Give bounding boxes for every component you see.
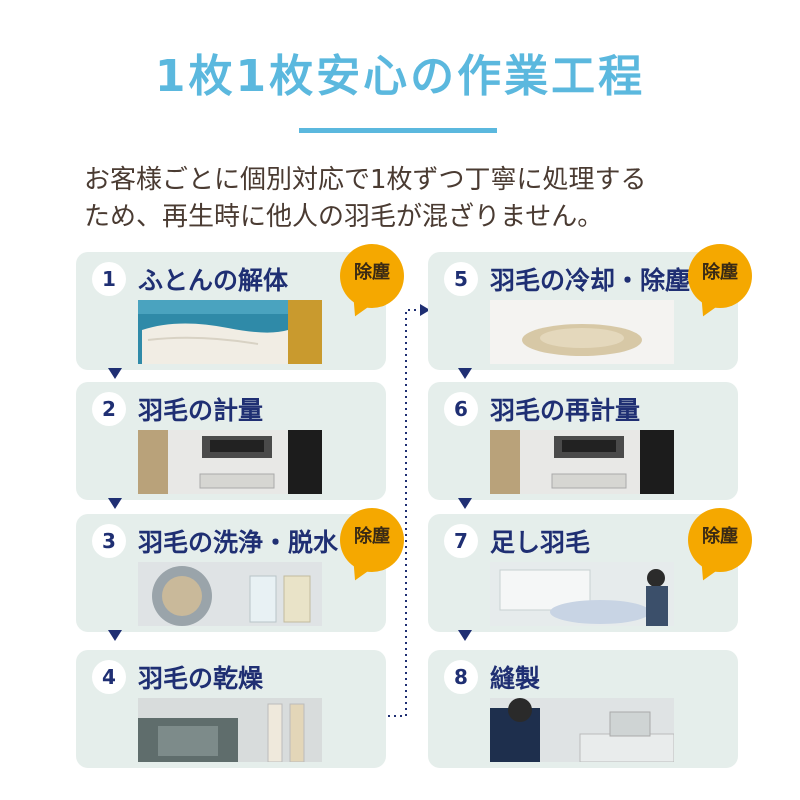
dust-removal-badge-3: 除塵 [340, 508, 404, 572]
step-card-8: 8 縫製 [428, 650, 738, 768]
step-card-7: 7 足し羽毛 [428, 514, 738, 632]
step-number-6: 6 [444, 392, 478, 426]
step-card-3: 3 羽毛の洗浄・脱水 [76, 514, 386, 632]
step-card-1: 1 ふとんの解体 [76, 252, 386, 370]
step-card-2: 2 羽毛の計量 [76, 382, 386, 500]
step-label-8: 縫製 [490, 664, 541, 693]
flow-arrow-down-1 [108, 368, 122, 379]
dust-removal-badge-1: 除塵 [340, 244, 404, 308]
step-label-3: 羽毛の洗浄・脱水 [138, 528, 339, 557]
adding-down-photo [490, 562, 674, 626]
dust-removal-badge-7: 除塵 [688, 508, 752, 572]
step-label-4: 羽毛の乾燥 [138, 664, 264, 693]
weighing-photo-1 [138, 430, 322, 494]
step-card-4: 4 羽毛の乾燥 [76, 650, 386, 768]
step-number-5: 5 [444, 262, 478, 296]
step-label-1: ふとんの解体 [138, 266, 289, 295]
step-number-1: 1 [92, 262, 126, 296]
weighing-photo-2 [490, 430, 674, 494]
step-number-3: 3 [92, 524, 126, 558]
intro-line-2: ため、再生時に他人の羽毛が混ざりません。 [84, 202, 604, 232]
intro-text: お客様ごとに個別対応で1枚ずつ丁寧に処理する ため、再生時に他人の羽毛が混ざりま… [84, 162, 744, 236]
flow-arrow-down-6 [458, 498, 472, 509]
flow-arrow-down-3 [108, 630, 122, 641]
washing-photo [138, 562, 322, 626]
flow-arrow-down-5 [458, 368, 472, 379]
step-number-4: 4 [92, 660, 126, 694]
step-label-5: 羽毛の冷却・除塵 [490, 266, 691, 295]
step-number-8: 8 [444, 660, 478, 694]
step-number-7: 7 [444, 524, 478, 558]
dismantling-photo [138, 300, 322, 364]
sewing-photo [490, 698, 674, 762]
step-label-2: 羽毛の計量 [138, 396, 264, 425]
flow-arrow-down-7 [458, 630, 472, 641]
step-card-5: 5 羽毛の冷却・除塵 [428, 252, 738, 370]
step-number-2: 2 [92, 392, 126, 426]
page-title: 1枚1枚安心の作業工程 [154, 51, 646, 102]
flow-arrow-down-2 [108, 498, 122, 509]
title-underline [299, 128, 497, 133]
step-card-6: 6 羽毛の再計量 [428, 382, 738, 500]
step-label-7: 足し羽毛 [490, 528, 591, 557]
dust-removal-badge-5: 除塵 [688, 244, 752, 308]
step-label-6: 羽毛の再計量 [490, 396, 641, 425]
cooled-down-photo [490, 300, 674, 364]
intro-line-1: お客様ごとに個別対応で1枚ずつ丁寧に処理する [84, 165, 647, 195]
drying-photo [138, 698, 322, 762]
